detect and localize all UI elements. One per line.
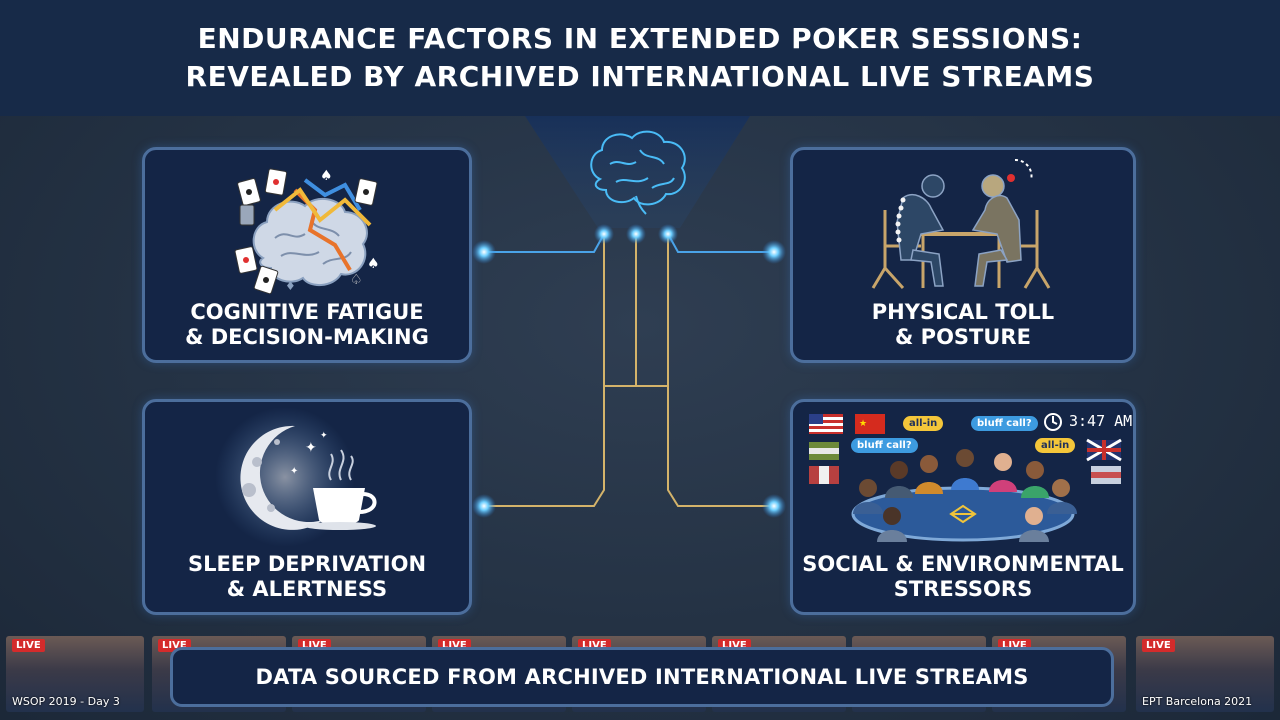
moon-coffee-icon: ✦ ✦ ✦ [215, 407, 377, 547]
clock-icon [1044, 413, 1062, 431]
live-badge: LIVE [12, 639, 45, 652]
title-line-1: ENDURANCE FACTORS IN EXTENDED POKER SESS… [197, 22, 1083, 55]
speech-bubble: bluff call? [971, 416, 1038, 431]
connector-nodes [472, 224, 786, 518]
stream-caption: WSOP 2019 - Day 3 [12, 695, 120, 708]
panel-social-label: SOCIAL & ENVIRONMENTAL STRESSORS [802, 552, 1124, 601]
panel-sleep-deprivation: ✦ ✦ ✦ SLEEP DEPRIVATION & ALERTNESS [142, 399, 472, 615]
svg-text:♤: ♤ [350, 272, 363, 288]
live-badge: LIVE [1142, 639, 1175, 652]
panel-social-stressors: ★ bluff call? all-in bluff call? all- [790, 399, 1136, 615]
poker-table-players-icon: ★ [809, 413, 1122, 542]
svg-text:♠: ♠ [367, 256, 380, 272]
players-icon [853, 449, 1077, 542]
svg-text:♦: ♦ [285, 279, 296, 293]
seated-posture-icon [871, 158, 1051, 290]
svg-text:✦: ✦ [290, 466, 298, 477]
svg-text:✦: ✦ [305, 440, 317, 456]
svg-text:✦: ✦ [320, 431, 328, 441]
panel-cognitive-fatigue: ♠ ♠ ♤ ♦ COGNITIVE FATIGUE & DECISION-MAK… [142, 147, 472, 363]
panel-cognitive-label: COGNITIVE FATIGUE & DECISION-MAKING [185, 300, 429, 349]
svg-text:★: ★ [859, 419, 867, 429]
stream-thumbnail[interactable]: LIVE EPT Barcelona 2021 [1136, 636, 1274, 712]
central-brain-icon [590, 130, 686, 215]
brain-cards-icon: ♠ ♠ ♤ ♦ [234, 168, 380, 295]
panel-sleep-label: SLEEP DEPRIVATION & ALERTNESS [187, 552, 427, 601]
data-source-banner: DATA SOURCED FROM ARCHIVED INTERNATIONAL… [170, 647, 1114, 707]
speech-bubble: all-in [1035, 438, 1076, 453]
panel-physical-label: PHYSICAL TOLL & POSTURE [871, 300, 1055, 349]
title-line-2: REVEALED BY ARCHIVED INTERNATIONAL LIVE … [185, 60, 1095, 93]
panel-physical-toll: PHYSICAL TOLL & POSTURE [790, 147, 1136, 363]
clock-time: 3:47 AM [1069, 412, 1133, 430]
speech-bubble: all-in [903, 416, 944, 431]
title-banner: ENDURANCE FACTORS IN EXTENDED POKER SESS… [0, 0, 1280, 116]
svg-text:♠: ♠ [320, 168, 333, 184]
flags-icon: ★ [809, 414, 1122, 484]
speech-bubble: bluff call? [851, 438, 918, 453]
data-source-text: DATA SOURCED FROM ARCHIVED INTERNATIONAL… [255, 665, 1029, 689]
stream-thumbnail[interactable]: LIVE WSOP 2019 - Day 3 [6, 636, 144, 712]
stream-caption: EPT Barcelona 2021 [1142, 695, 1253, 708]
